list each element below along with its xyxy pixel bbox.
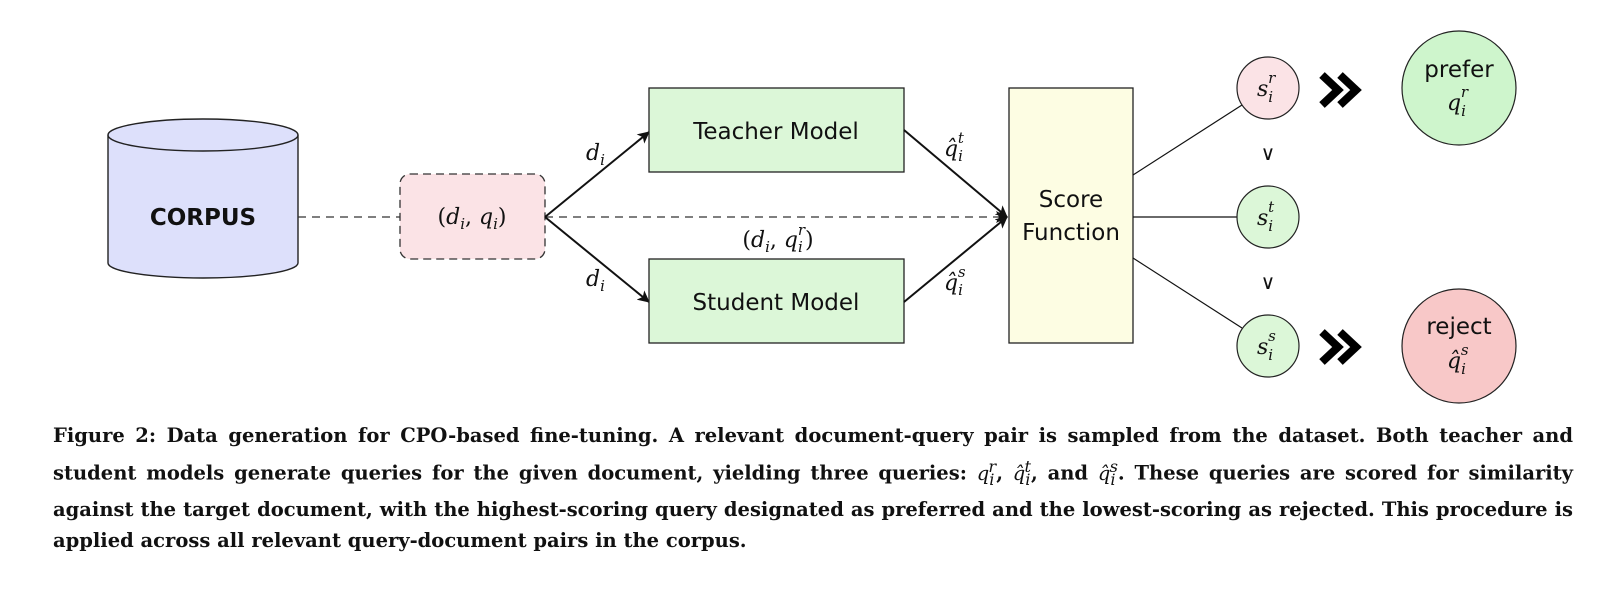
- caption-query-r: qir: [976, 457, 997, 489]
- arrow-to-student: [544, 216, 650, 303]
- score-t-circle: sit: [1236, 185, 1300, 249]
- reject-circle: reject q̂is: [1401, 288, 1517, 404]
- score-function-box: Score Function: [1008, 87, 1134, 344]
- student-model-box: Student Model: [648, 258, 905, 344]
- greater-than-symbol-1: ∨: [1261, 141, 1276, 165]
- score-r-label: sir: [1257, 69, 1276, 106]
- greater-than-symbol-2: ∨: [1261, 270, 1276, 294]
- teacher-query-label: q̂it: [944, 129, 965, 165]
- caption-query-t: q̂it: [1012, 457, 1032, 489]
- student-query-label: q̂is: [944, 263, 966, 299]
- score-line-s: [1132, 257, 1243, 329]
- score-r-circle: sir: [1236, 56, 1300, 120]
- arrow-to-teacher: [544, 131, 650, 218]
- prefer-query-label: qir: [1447, 83, 1469, 120]
- teacher-model-label: Teacher Model: [692, 119, 859, 145]
- score-s-circle: sis: [1236, 314, 1300, 378]
- score-function-label-line2: Function: [1022, 220, 1120, 246]
- corpus-cylinder: CORPUS: [107, 118, 299, 279]
- teacher-output-arrow: [903, 129, 1008, 218]
- document-query-pair-box: (di, qi): [399, 173, 546, 260]
- reject-label: reject: [1426, 314, 1491, 340]
- reference-pair-label: (di, qir): [742, 221, 813, 256]
- prefer-chevron-icon: [1319, 72, 1362, 108]
- teacher-input-label: di: [586, 141, 605, 169]
- teacher-model-box: Teacher Model: [648, 87, 905, 173]
- prefer-label: prefer: [1424, 57, 1494, 83]
- prefer-circle: prefer qir: [1401, 30, 1517, 146]
- caption-and: , and: [1031, 461, 1089, 485]
- caption-prefix: Figure 2: Data generation for CPO-based …: [53, 424, 1573, 485]
- score-s-label: sis: [1257, 327, 1276, 364]
- score-function-label-line1: Score: [1039, 187, 1103, 213]
- score-line-r: [1132, 104, 1243, 176]
- reject-chevron-icon: [1319, 329, 1362, 365]
- caption-query-s: q̂is: [1097, 457, 1118, 489]
- student-input-label: di: [586, 267, 605, 295]
- caption-suffix: . These queries are scored for similarit…: [53, 461, 1573, 553]
- figure-caption: Figure 2: Data generation for CPO-based …: [53, 424, 1573, 553]
- student-output-arrow: [903, 216, 1008, 303]
- corpus-label: CORPUS: [150, 205, 256, 231]
- score-t-label: sit: [1257, 198, 1275, 235]
- reject-query-label: q̂is: [1447, 341, 1469, 378]
- student-model-label: Student Model: [693, 290, 860, 316]
